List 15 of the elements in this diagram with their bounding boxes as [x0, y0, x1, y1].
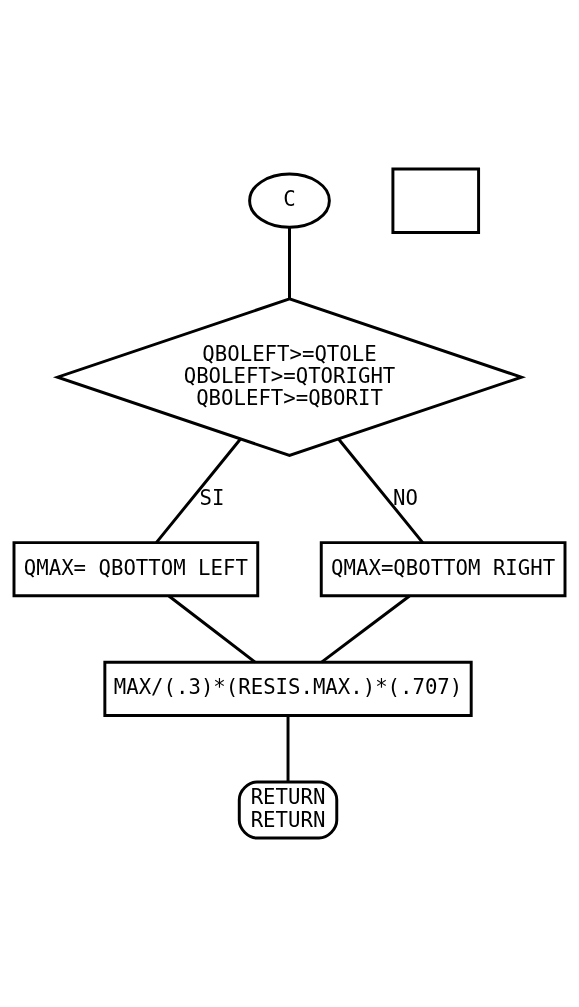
node-box: RETURN RETURN — [237, 780, 339, 840]
connector — [337, 438, 424, 544]
node-box: MAX/(.3)*(RESIS.MAX.)*(.707) — [103, 660, 473, 717]
node-box: QMAX=QBOTTOM RIGHT — [319, 541, 567, 598]
connector — [320, 594, 411, 664]
node-diamond: QBOLEFT>=QTOLE QBOLEFT>=QTORIGHT QBOLEFT>=QBORIT — [52, 297, 527, 458]
connector — [155, 438, 242, 544]
connector — [168, 594, 256, 664]
node-box — [391, 167, 481, 234]
connector — [286, 716, 290, 782]
connector — [288, 227, 291, 299]
edge-label: NO — [393, 485, 418, 510]
edge-label: SI — [199, 485, 225, 510]
node-ellipse: C — [248, 172, 331, 229]
node-box: QMAX= QBOTTOM LEFT — [12, 541, 260, 598]
